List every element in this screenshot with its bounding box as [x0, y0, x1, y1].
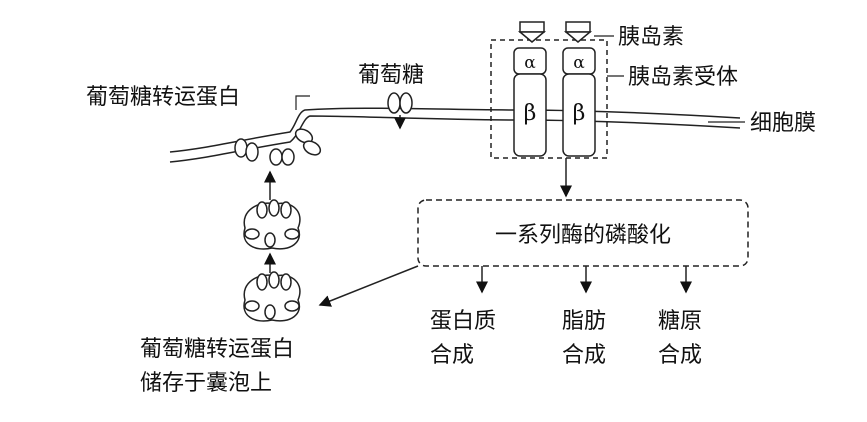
- glycogen-synthesis-line2: 合成: [658, 343, 702, 368]
- phosphorylation-label: 一系列酶的磷酸化: [495, 223, 671, 248]
- vesicle-lower: [243, 271, 301, 322]
- insulin-receptor: [513, 47, 596, 157]
- phospho-to-vesicle-arrow: [318, 265, 419, 307]
- fat-synthesis-line2: 合成: [562, 343, 606, 368]
- fat-synthesis-line1: 脂肪: [562, 309, 606, 334]
- vesicle-storage-line1: 葡萄糖转运蛋白: [140, 337, 294, 362]
- phosphorylation-box: [417, 199, 749, 267]
- alpha-label-2: α: [573, 53, 585, 73]
- insulin-label: 胰岛素: [618, 25, 684, 50]
- vesicle-storage-line2: 储存于囊泡上: [140, 371, 272, 396]
- glucose-transporter-label: 葡萄糖转运蛋白: [86, 85, 240, 110]
- vesicle-upper: [243, 199, 301, 250]
- membrane-transporters: [234, 128, 322, 166]
- cell-membrane-label: 细胞膜: [750, 111, 816, 136]
- alpha-label-1: α: [524, 53, 536, 73]
- insulin-molecules: [517, 21, 593, 43]
- glucose-label: 葡萄糖: [358, 63, 424, 88]
- glycogen-synthesis-line1: 糖原: [658, 309, 702, 334]
- protein-synthesis-line1: 蛋白质: [430, 309, 496, 334]
- protein-synthesis-line2: 合成: [430, 343, 474, 368]
- glucose-channel: [387, 92, 413, 114]
- receptor-box: [490, 39, 608, 159]
- insulin-receptor-label: 胰岛素受体: [628, 65, 738, 90]
- leader-lines: [295, 35, 745, 123]
- beta-label-2: β: [573, 101, 586, 126]
- product-arrows: [476, 266, 692, 294]
- beta-label-1: β: [524, 101, 537, 126]
